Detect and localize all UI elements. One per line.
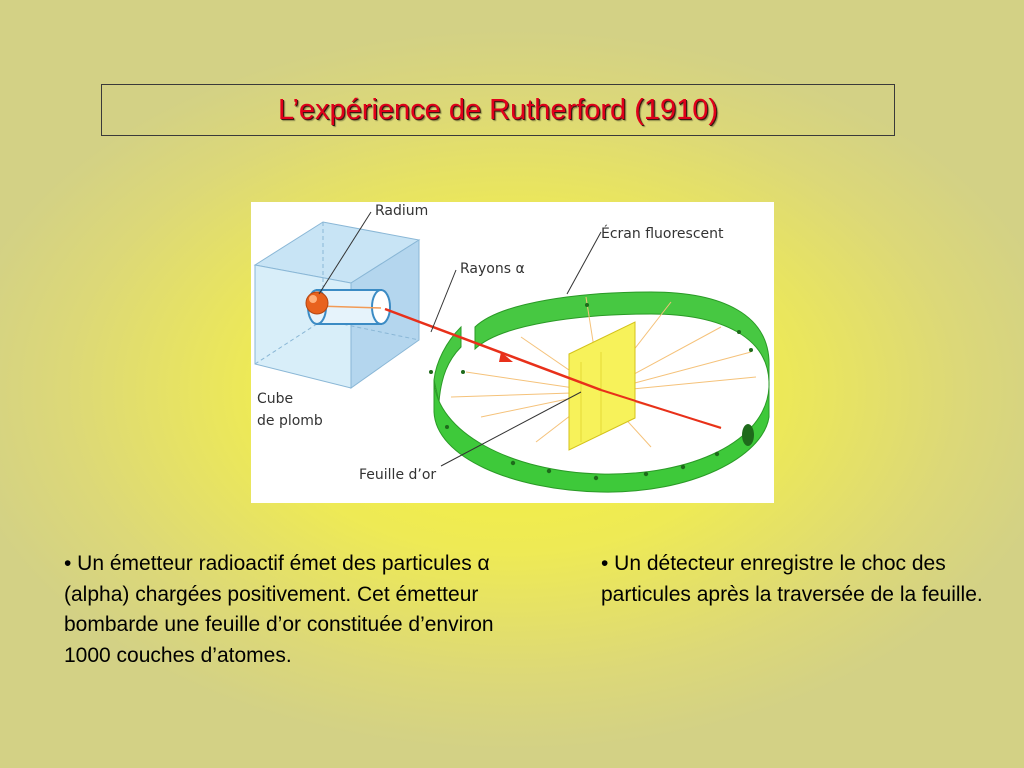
label-foil: Feuille d’or	[359, 467, 436, 483]
text-emitter: • Un émetteur radioactif émet des partic…	[64, 552, 494, 667]
title-box: L’expérience de Rutherford (1910)	[101, 84, 895, 136]
slide-title: L’expérience de Rutherford (1910)	[277, 93, 719, 126]
impact-spot	[742, 424, 754, 446]
transmitted-beam	[600, 389, 722, 429]
text-detector: • Un détecteur enregistre le choc des pa…	[601, 552, 983, 606]
alpha-beam	[384, 307, 602, 392]
pointer-lines	[318, 211, 602, 467]
screen-ring-front	[433, 379, 770, 493]
rutherford-diagram: Radium Écran fluorescent Rayons α Cube d…	[251, 202, 774, 503]
impact-dots	[429, 303, 753, 481]
gold-foil	[568, 321, 636, 451]
label-cube-line2: de plomb	[257, 413, 323, 429]
label-rays: Rayons α	[460, 261, 525, 277]
label-radium: Radium	[375, 203, 428, 219]
label-cube-line1: Cube	[257, 391, 293, 407]
diagram-svg: Radium Écran fluorescent Rayons α Cube d…	[253, 203, 770, 493]
label-screen: Écran fluorescent	[601, 225, 724, 242]
radium-sphere	[305, 291, 329, 315]
